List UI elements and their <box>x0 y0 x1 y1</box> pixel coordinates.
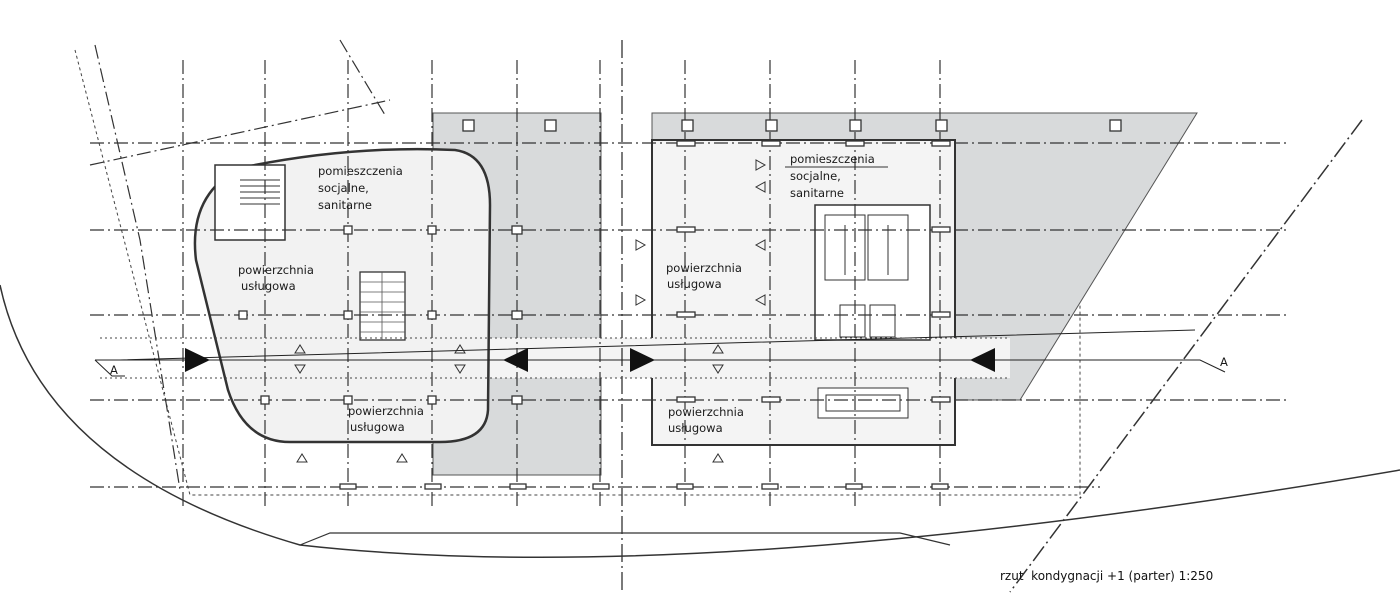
section-marker-right-label: A <box>1220 355 1228 369</box>
plot-boundary <box>74 49 1081 496</box>
entrance-markers <box>294 159 767 463</box>
drawing-caption: rzut kondygnacji +1 (parter) 1:250 <box>1000 569 1213 583</box>
stair-core-left <box>214 164 286 241</box>
label-line: sanitarne <box>318 198 372 212</box>
label-line: socjalne, <box>790 169 841 183</box>
stair-treads-left <box>240 179 280 205</box>
stairs-right <box>824 214 909 338</box>
label-line: pomieszczenia <box>318 164 403 178</box>
reception-desk <box>817 387 909 419</box>
escalator <box>359 271 406 341</box>
right-service-area-bottom-label: powierzchnia usługowa <box>668 405 744 435</box>
label-line: powierzchnia <box>668 405 744 419</box>
label-line: pomieszczenia <box>790 152 875 166</box>
columns <box>238 119 1122 490</box>
reception-desk-inner <box>825 394 901 412</box>
right-social-room-label: pomieszczenia socjalne, sanitarne <box>785 152 888 200</box>
diagonal-axis <box>1009 119 1363 593</box>
property-line-top <box>89 39 391 166</box>
section-marker-left <box>94 359 125 377</box>
escalator-steps <box>360 272 405 340</box>
label-line: powierzchnia <box>348 404 424 418</box>
section-arrows <box>185 348 995 372</box>
stair-core-right <box>814 204 931 341</box>
label-line: powierzchnia <box>238 263 314 277</box>
label-line: usługowa <box>241 279 296 293</box>
section-marker-left-label: A <box>110 363 118 377</box>
label-line: powierzchnia <box>666 261 742 275</box>
road-edge <box>299 532 951 546</box>
left-service-area-bottom-label: powierzchnia usługowa <box>348 404 424 434</box>
right-service-area-top-label: powierzchnia usługowa <box>666 261 742 291</box>
passage <box>490 338 1010 378</box>
left-social-room-label: pomieszczenia socjalne, sanitarne <box>318 164 403 212</box>
left-service-area-top-label: powierzchnia usługowa <box>238 263 314 293</box>
label-line: sanitarne <box>790 186 844 200</box>
property-line <box>94 44 181 491</box>
section-line-a <box>95 329 1226 373</box>
label-line: usługowa <box>667 277 722 291</box>
site-boundary <box>0 284 1400 559</box>
label-line: usługowa <box>668 421 723 435</box>
label-line: usługowa <box>350 420 405 434</box>
label-line: socjalne, <box>318 181 369 195</box>
